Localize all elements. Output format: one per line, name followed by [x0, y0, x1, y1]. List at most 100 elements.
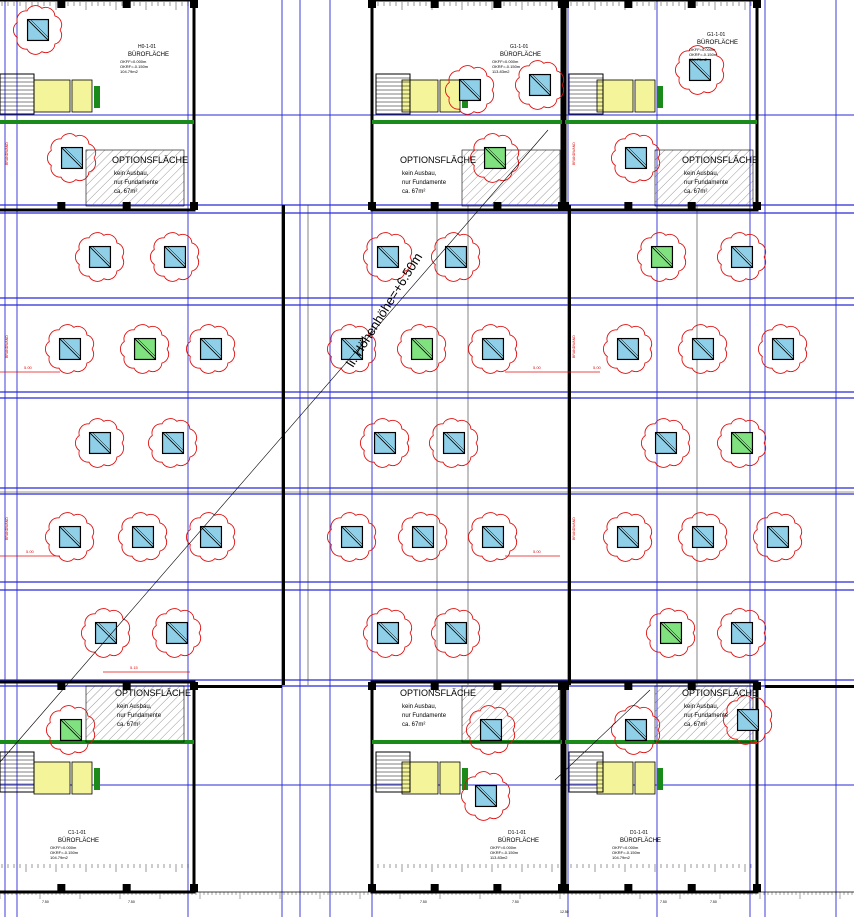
cloud-outline — [753, 512, 803, 562]
option-line-3: ca. 67m² — [402, 722, 425, 728]
option-line-1: kein Ausbau, — [402, 704, 437, 710]
wet-room — [634, 79, 656, 113]
wall-column — [624, 682, 633, 690]
skylight-diagonal — [734, 246, 753, 265]
revision-cloud — [75, 232, 125, 282]
office-name: BÜROFLÄCHE — [500, 51, 541, 58]
dimension-span-right: 5.00 — [593, 365, 602, 370]
wall-column — [753, 202, 761, 210]
revision-cloud — [45, 512, 95, 562]
axis-dim-4: 7.50 — [512, 900, 519, 904]
skylight-diagonal — [27, 19, 49, 41]
skylight-diagonal — [620, 526, 639, 545]
wall-column — [122, 202, 131, 210]
cloud-outline — [675, 45, 725, 95]
skylight-diagonal — [628, 147, 647, 166]
skylight-diagonal — [411, 338, 433, 360]
skylight-diagonal — [380, 246, 399, 265]
skylight-diagonal — [625, 147, 647, 169]
skylight-diagonal — [374, 432, 396, 454]
cloud-outline — [611, 133, 661, 183]
cloud-outline — [723, 695, 773, 745]
revision-cloud — [118, 512, 168, 562]
wall-column — [493, 682, 502, 690]
cloud-outline — [363, 608, 413, 658]
skylight-diagonal — [737, 709, 759, 731]
skylight-diagonal — [165, 432, 184, 451]
office-label-bottom-left: C1-1-01 BÜROFLÄCHE OKFF=0.000m OKRF=-0.1… — [50, 830, 99, 860]
cloud-outline — [429, 418, 479, 468]
option-title: OPTIONSFLÄCHE — [682, 155, 758, 165]
revision-cloud — [717, 232, 767, 282]
wet-room — [596, 79, 634, 113]
office-area: 104.79m2 — [689, 57, 708, 62]
skylight-diagonal — [767, 526, 789, 548]
office-area: 113.83m2 — [490, 855, 508, 860]
skylight-diagonal — [462, 79, 481, 98]
skylight-diagonal — [692, 338, 714, 360]
corridor-green-line — [372, 120, 562, 124]
revision-cloud — [186, 324, 236, 374]
option-area-hatch — [461, 685, 561, 743]
wall-column — [753, 884, 761, 892]
wall-column — [493, 0, 502, 8]
wall-column — [493, 202, 502, 210]
office-outline — [0, 0, 196, 212]
cloud-outline — [758, 324, 808, 374]
skylight-diagonal — [443, 432, 465, 454]
option-line-1: kein Ausbau, — [117, 704, 152, 710]
structural-column — [282, 205, 285, 685]
cloud-outline — [445, 65, 495, 115]
skylight-diagonal — [475, 785, 497, 807]
firewall-label: BRANDWAND — [572, 517, 576, 540]
diagonal-line — [0, 129, 549, 763]
skylight-diagonal — [62, 526, 81, 545]
wet-room — [33, 79, 71, 113]
wet-room-marker — [94, 768, 100, 790]
revision-cloud — [120, 324, 170, 374]
revision-cloud — [758, 324, 808, 374]
revision-cloud — [13, 5, 63, 55]
skylight-diagonal — [734, 432, 753, 451]
skylight-diagonal — [485, 338, 504, 357]
wall-column — [687, 202, 696, 210]
option-title: OPTIONSFLÄCHE — [400, 155, 476, 165]
skylight-diagonal — [380, 622, 399, 641]
office-code: H0-1-01 — [138, 44, 156, 50]
cloud-outline — [150, 232, 200, 282]
firewall-label: BRANDWAND — [5, 517, 9, 540]
wet-room-marker — [94, 86, 100, 108]
revision-cloud — [186, 512, 236, 562]
revision-cloud — [717, 418, 767, 468]
office-block — [561, 0, 761, 212]
skylight-diagonal — [59, 338, 81, 360]
office-area: 104.79m2 — [612, 855, 631, 860]
skylight-diagonal — [414, 338, 433, 357]
office-code: C1-1-01 — [68, 830, 86, 836]
wall-column — [493, 884, 502, 892]
skylight-diagonal — [617, 526, 639, 548]
option-line-2: nur Fundamente — [402, 180, 447, 186]
office-okrf: OKRF=-0.150m — [490, 850, 519, 855]
skylight-diagonal — [89, 246, 111, 268]
wall-segment — [194, 685, 282, 688]
skylight-diagonal — [137, 338, 156, 357]
skylight-diagonal — [59, 526, 81, 548]
cloud-outline — [431, 232, 481, 282]
skylight-diagonal — [341, 526, 363, 548]
wall-column — [368, 202, 376, 210]
skylight-diagonal — [92, 246, 111, 265]
revision-cloud — [445, 65, 495, 115]
dimension-bay: 5.15 — [130, 665, 139, 670]
office-outline — [563, 0, 759, 212]
option-area-bottom-left: OPTIONSFLÄCHE kein Ausbau, nur Fundament… — [115, 688, 191, 728]
option-line-3: ca. 67m² — [117, 722, 140, 728]
skylight-diagonal — [483, 719, 502, 738]
corridor-green-line — [0, 120, 194, 124]
skylight-diagonal — [740, 709, 759, 728]
cloud-outline — [678, 512, 728, 562]
wet-room — [71, 761, 93, 795]
office-block — [561, 680, 761, 894]
skylight-diagonal — [695, 526, 714, 545]
